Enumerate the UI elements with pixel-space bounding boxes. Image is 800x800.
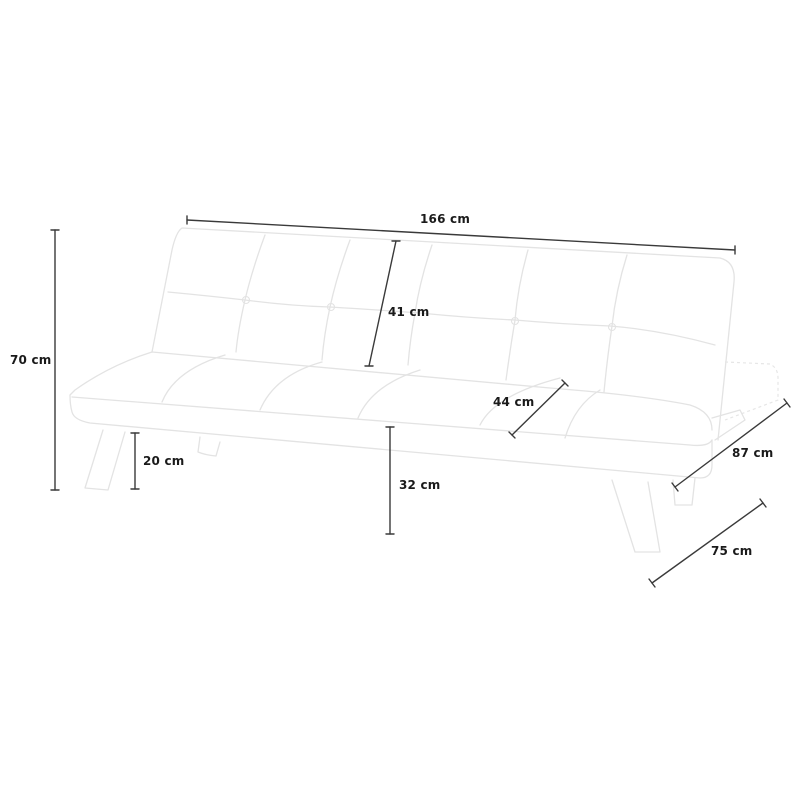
seat-seam [161,354,226,403]
seat-seam [564,389,601,439]
backrest-tuft-line [167,291,716,346]
backrest-seam [321,239,351,361]
label-leg-depth: 75 cm [711,544,753,558]
sofa-outline [69,227,779,553]
seat-back-edge [151,351,713,431]
dimension-lines [50,215,791,588]
backrest-seam [407,244,433,366]
seat-seam [259,361,323,411]
backrest-seam [603,254,628,393]
backrest-seam [505,249,529,381]
label-total-depth: 87 cm [732,446,774,460]
backrest-seam [235,234,266,353]
leg-front-right [611,479,661,553]
armrest-fold [711,409,746,441]
label-total-width: 166 cm [420,212,471,226]
label-seat-depth: 44 cm [493,395,535,409]
seat-front-edge [71,396,713,447]
tuft-button [326,302,336,312]
label-backrest-height: 41 cm [388,305,430,319]
tuft-button [241,295,251,305]
seat-outline [69,351,713,479]
backrest-outline [151,227,735,441]
leg-back-right [672,477,696,506]
label-total-height: 70 cm [10,353,52,367]
tuft-button [510,316,520,326]
label-seat-height: 32 cm [399,478,441,492]
armrest-dashed [724,361,779,421]
seat-seam [479,377,561,426]
seat-seam [357,369,421,419]
leg-front-left [84,429,126,491]
label-leg-height: 20 cm [143,454,185,468]
tuft-button [607,322,617,332]
leg-back-left [197,436,221,457]
